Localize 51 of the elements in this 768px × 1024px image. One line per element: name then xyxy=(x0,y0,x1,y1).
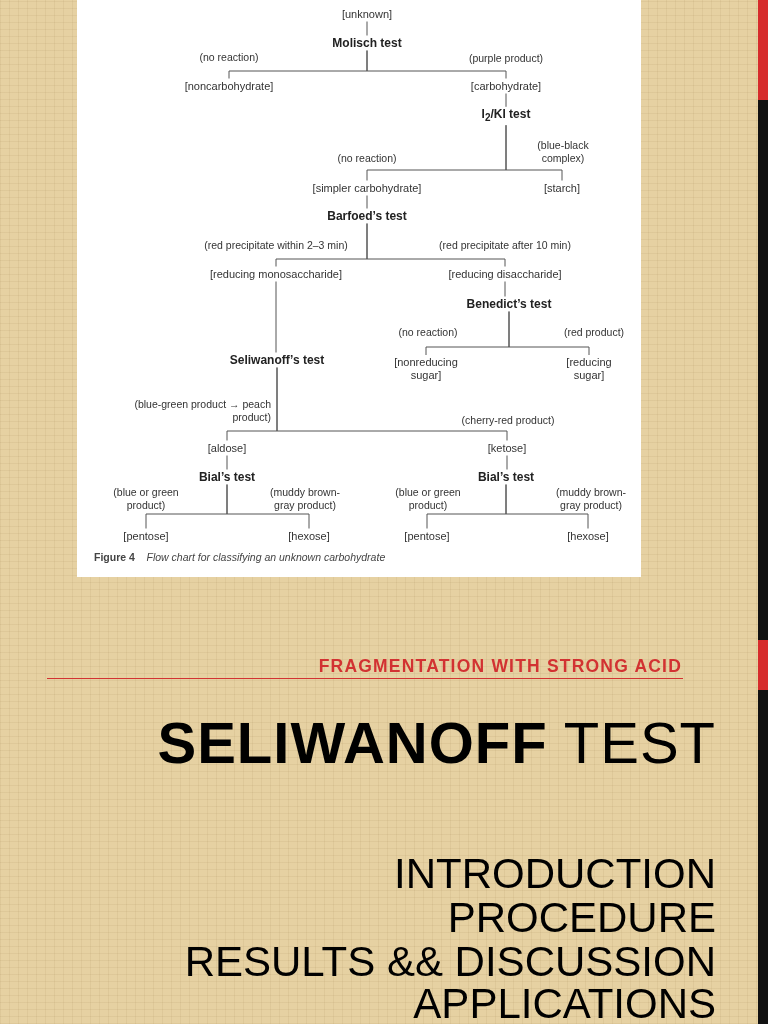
connector-line xyxy=(506,455,508,470)
result-label: [reducing disaccharide] xyxy=(448,267,562,281)
connector-line xyxy=(275,281,277,353)
result-label: [simpler carbohydrate] xyxy=(312,181,422,195)
edge-label: (cherry-red product) xyxy=(460,413,556,427)
edge-label: (red precipitate after 10 min) xyxy=(438,238,572,252)
edge-label: (no reaction) xyxy=(336,151,398,165)
result-label: [reducing sugar] xyxy=(561,356,617,382)
result-label: [pentose] xyxy=(404,529,450,543)
result-label: [aldose] xyxy=(207,441,247,455)
agenda-item: PROCEDURE xyxy=(447,896,716,940)
result-label: [hexose] xyxy=(567,529,609,543)
result-label: [starch] xyxy=(543,181,581,195)
edge-label: (no reaction) xyxy=(198,50,260,64)
test-name: Benedict’s test xyxy=(466,297,552,311)
result-label: [pentose] xyxy=(123,529,169,543)
connector-line xyxy=(276,367,508,441)
agenda-item: RESULTS && DISCUSSION xyxy=(184,940,716,984)
test-name: Bial’s test xyxy=(477,470,535,484)
figure-caption: Figure 4 Flow chart for classifying an unknown carbohydrate xyxy=(94,551,386,563)
edge-label: (no reaction) xyxy=(397,325,459,339)
edge-label: (purple product) xyxy=(467,51,545,65)
edge-label: (red product) xyxy=(562,325,626,339)
connector-line xyxy=(366,223,506,267)
slide-title: SELIWANOFF TEST xyxy=(157,709,716,777)
result-label: [noncarbohydrate] xyxy=(184,79,274,93)
connector-line xyxy=(366,21,368,36)
connector-line xyxy=(505,93,507,108)
test-name: Molisch test xyxy=(332,36,402,50)
connector-line xyxy=(508,311,590,356)
connector-line xyxy=(366,50,507,79)
result-label: [reducing monosaccharide] xyxy=(209,267,343,281)
result-label: [unknown] xyxy=(341,7,393,21)
test-name: I$_{2}$/KI test xyxy=(481,107,531,125)
connector-line xyxy=(226,455,228,470)
test-name: Barfoed’s test xyxy=(327,209,407,223)
test-name: Seliwanoff’s test xyxy=(229,353,325,367)
agenda-item: APPLICATIONS xyxy=(413,982,716,1024)
connector-line xyxy=(504,281,506,297)
result-label: [nonreducing sugar] xyxy=(390,356,462,382)
connector-line xyxy=(366,195,368,209)
result-label: [carbohydrate] xyxy=(470,79,542,93)
test-name: Bial’s test xyxy=(198,470,256,484)
agenda-item: INTRODUCTION xyxy=(394,852,716,896)
edge-label: (red precipitate within 2–3 min) xyxy=(203,238,349,252)
result-label: [ketose] xyxy=(487,441,527,455)
slide-subtitle: FRAGMENTATION WITH STRONG ACID xyxy=(318,656,682,677)
connector-line xyxy=(505,124,563,181)
connector-line xyxy=(226,484,310,529)
result-label: [hexose] xyxy=(288,529,330,543)
connector-line xyxy=(505,484,589,529)
